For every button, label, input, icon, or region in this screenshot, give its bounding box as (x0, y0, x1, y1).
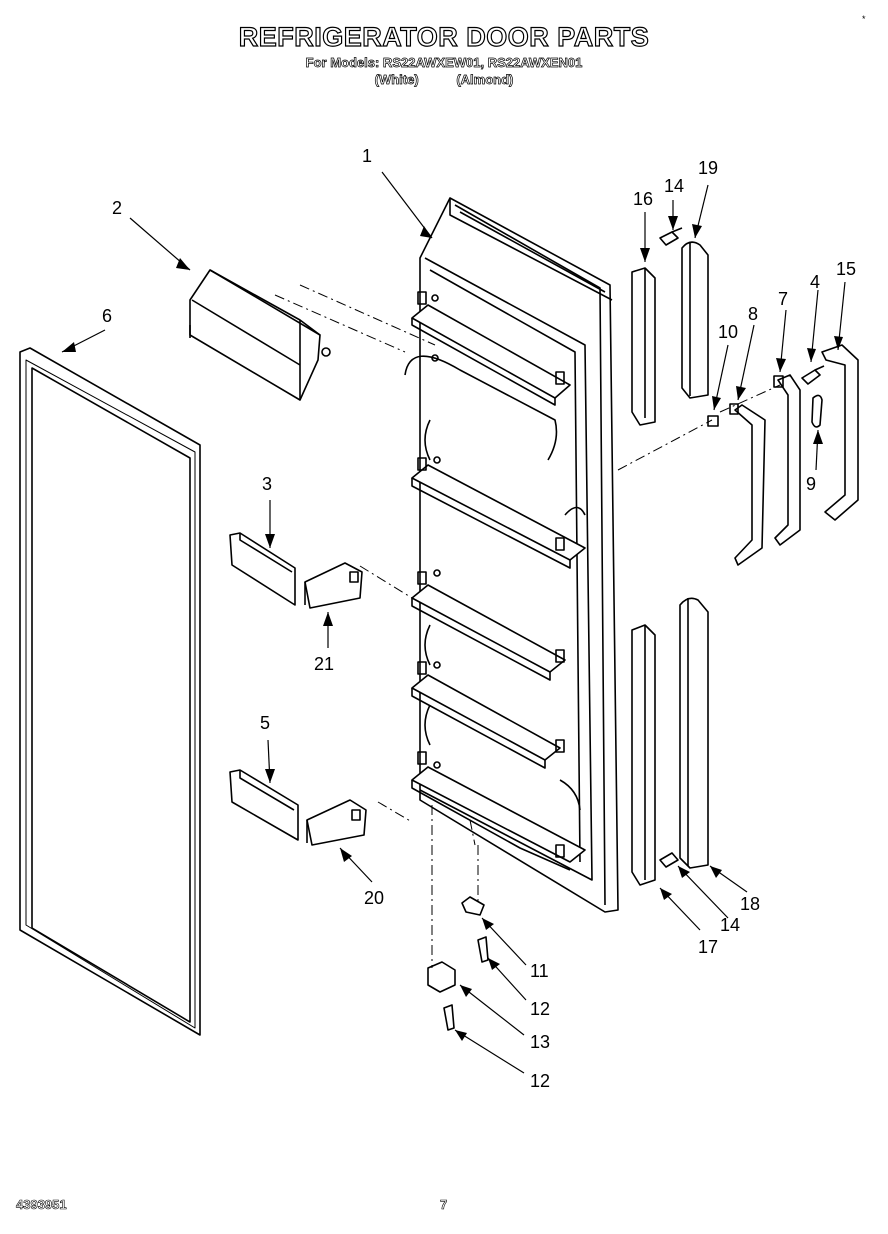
callout-labels: 1 2 6 3 21 5 20 16 14 19 4 15 7 8 10 9 1… (102, 146, 856, 1091)
callout-13: 13 (530, 1032, 550, 1052)
callout-1: 1 (362, 146, 372, 166)
color-white-label: (White) (374, 72, 419, 88)
callout-6: 6 (102, 306, 112, 326)
part-12-screw-lower (443, 1004, 455, 1031)
part-19-trim (681, 241, 709, 399)
part-14-screw-bottom (659, 852, 679, 868)
color-almond-label: (Almond) (456, 72, 514, 88)
page-number: 7 (440, 1197, 448, 1213)
callout-5: 5 (260, 713, 270, 733)
part-16-trim (631, 267, 656, 426)
alignment-lines (274, 284, 781, 968)
part-13-hinge-bracket (427, 961, 456, 993)
callout-15: 15 (836, 259, 856, 279)
callout-10: 10 (718, 322, 738, 342)
part-2-top-bin (189, 269, 331, 401)
part-8-bracket (729, 403, 766, 566)
part-18-trim (679, 597, 709, 869)
callout-8: 8 (748, 304, 758, 324)
part-15-handle (821, 344, 859, 521)
document-number: 4393951 (16, 1197, 67, 1213)
part-5-bin-trim (229, 769, 299, 841)
callout-14-bottom: 14 (720, 915, 740, 935)
callout-16: 16 (633, 189, 653, 209)
part-17-trim (631, 624, 656, 886)
part-11-hinge (461, 896, 485, 916)
callout-9: 9 (806, 474, 816, 494)
part-9-grip (811, 394, 823, 428)
callout-7: 7 (778, 289, 788, 309)
callout-2: 2 (112, 198, 122, 218)
corner-mark: * (862, 14, 866, 24)
callout-21: 21 (314, 654, 334, 674)
callout-12-upper: 12 (530, 999, 550, 1019)
part-6-door-gasket (19, 347, 201, 1036)
part-1-door (404, 197, 619, 913)
part-21-bin (304, 562, 363, 609)
callout-20: 20 (364, 888, 384, 908)
part-4-screw (801, 365, 825, 385)
callout-12-lower: 12 (530, 1071, 550, 1091)
callout-19: 19 (698, 158, 718, 178)
callout-18: 18 (740, 894, 760, 914)
part-7-handle-bracket (773, 374, 801, 546)
diagram-title: REFRIGERATOR DOOR PARTS (238, 21, 650, 52)
callout-4: 4 (810, 272, 820, 292)
callout-14-top: 14 (664, 176, 684, 196)
part-12-screw-upper (477, 936, 489, 963)
color-line: (White) (Almond) (0, 72, 888, 88)
part-3-bin-trim (229, 532, 296, 606)
callout-3: 3 (262, 474, 272, 494)
part-20-bin (306, 799, 367, 846)
part-14-screw-top (659, 227, 683, 246)
callout-17: 17 (698, 937, 718, 957)
models-line: For Models: RS22AWXEW01, RS22AWXEN01 (305, 55, 583, 71)
arrowheads (62, 216, 843, 1041)
part-10-clip (707, 415, 719, 427)
callout-11: 11 (530, 961, 549, 981)
